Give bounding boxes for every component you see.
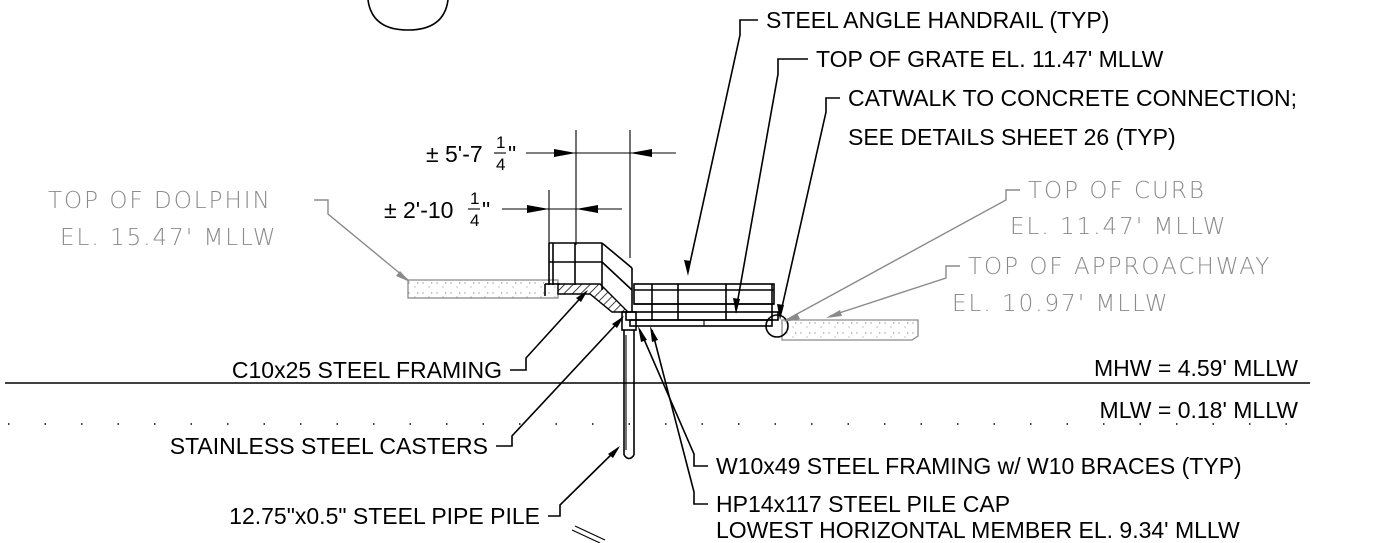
catwalk-deck [625,311,779,327]
north-arrow-fragment [571,529,601,543]
leader-dolphin [314,199,410,282]
leader-handrail [684,19,758,276]
label-w10: W10x49 STEEL FRAMING w/ W10 BRACES (TYP) [716,453,1242,479]
leader-pipe-pile [548,446,620,517]
detail-callout-circle [367,0,449,31]
dimension-text-upper: ± 5'-7 1 4 " [426,133,516,174]
leader-grate [733,58,808,314]
leader-curb [784,189,1020,322]
label-catwalk-2: SEE DETAILS SHEET 26 (TYP) [848,124,1176,150]
label-curb-2: EL. 11.47' MLLW [1010,214,1228,240]
svg-text:4: 4 [496,155,505,174]
leader-w10 [638,326,708,467]
svg-text:": " [482,197,490,223]
label-curb-1: TOP OF CURB [1028,178,1206,204]
approachway-slab [781,319,919,341]
label-approach-2: EL. 10.97' MLLW [952,291,1170,317]
label-dolphin-2: EL. 15.47' MLLW [60,225,278,251]
leader-catwalk [777,97,840,320]
svg-text:1: 1 [470,189,479,208]
label-catwalk-1: CATWALK TO CONCRETE CONNECTION; [848,85,1297,111]
label-grate: TOP OF GRATE EL. 11.47' MLLW [816,46,1164,72]
leader-hp14 [650,326,708,505]
label-casters: STAINLESS STEEL CASTERS [170,433,488,459]
steel-pipe-pile [621,311,637,460]
catwalk-handrail [633,283,775,320]
label-mhw: MHW = 4.59' MLLW [1094,355,1298,381]
svg-text:1: 1 [496,133,505,152]
north-arrow-fragment-2 [574,525,606,541]
ramp-framing [544,283,630,313]
leader-casters [496,316,624,447]
leader-c10 [510,290,588,371]
dimension-text-lower: ± 2'-10 1 4 " [384,189,490,230]
svg-text:± 5'-7: ± 5'-7 [426,141,483,167]
label-hp14-1: HP14x117 STEEL PILE CAP [716,491,1010,517]
label-approach-1: TOP OF APPROACHWAY [968,254,1271,280]
svg-text:": " [508,141,516,167]
label-pipe-pile: 12.75"x0.5" STEEL PIPE PILE [229,503,540,529]
dolphin-slab [407,279,559,299]
label-mlw: MLW = 0.18' MLLW [1100,397,1299,423]
svg-text:± 2'-10: ± 2'-10 [384,197,453,223]
label-dolphin-1: TOP OF DOLPHIN [48,188,272,214]
connection-detail-circle [765,314,789,338]
dimension-lower [502,190,622,245]
dimension-upper [526,130,676,245]
label-c10: C10x25 STEEL FRAMING [232,357,502,383]
leader-approachway [826,265,960,318]
label-handrail: STEEL ANGLE HANDRAIL (TYP) [766,7,1109,33]
upper-handrail [548,242,633,312]
svg-text:4: 4 [470,211,479,230]
label-hp14-2: LOWEST HORIZONTAL MEMBER EL. 9.34' MLLW [716,517,1240,543]
